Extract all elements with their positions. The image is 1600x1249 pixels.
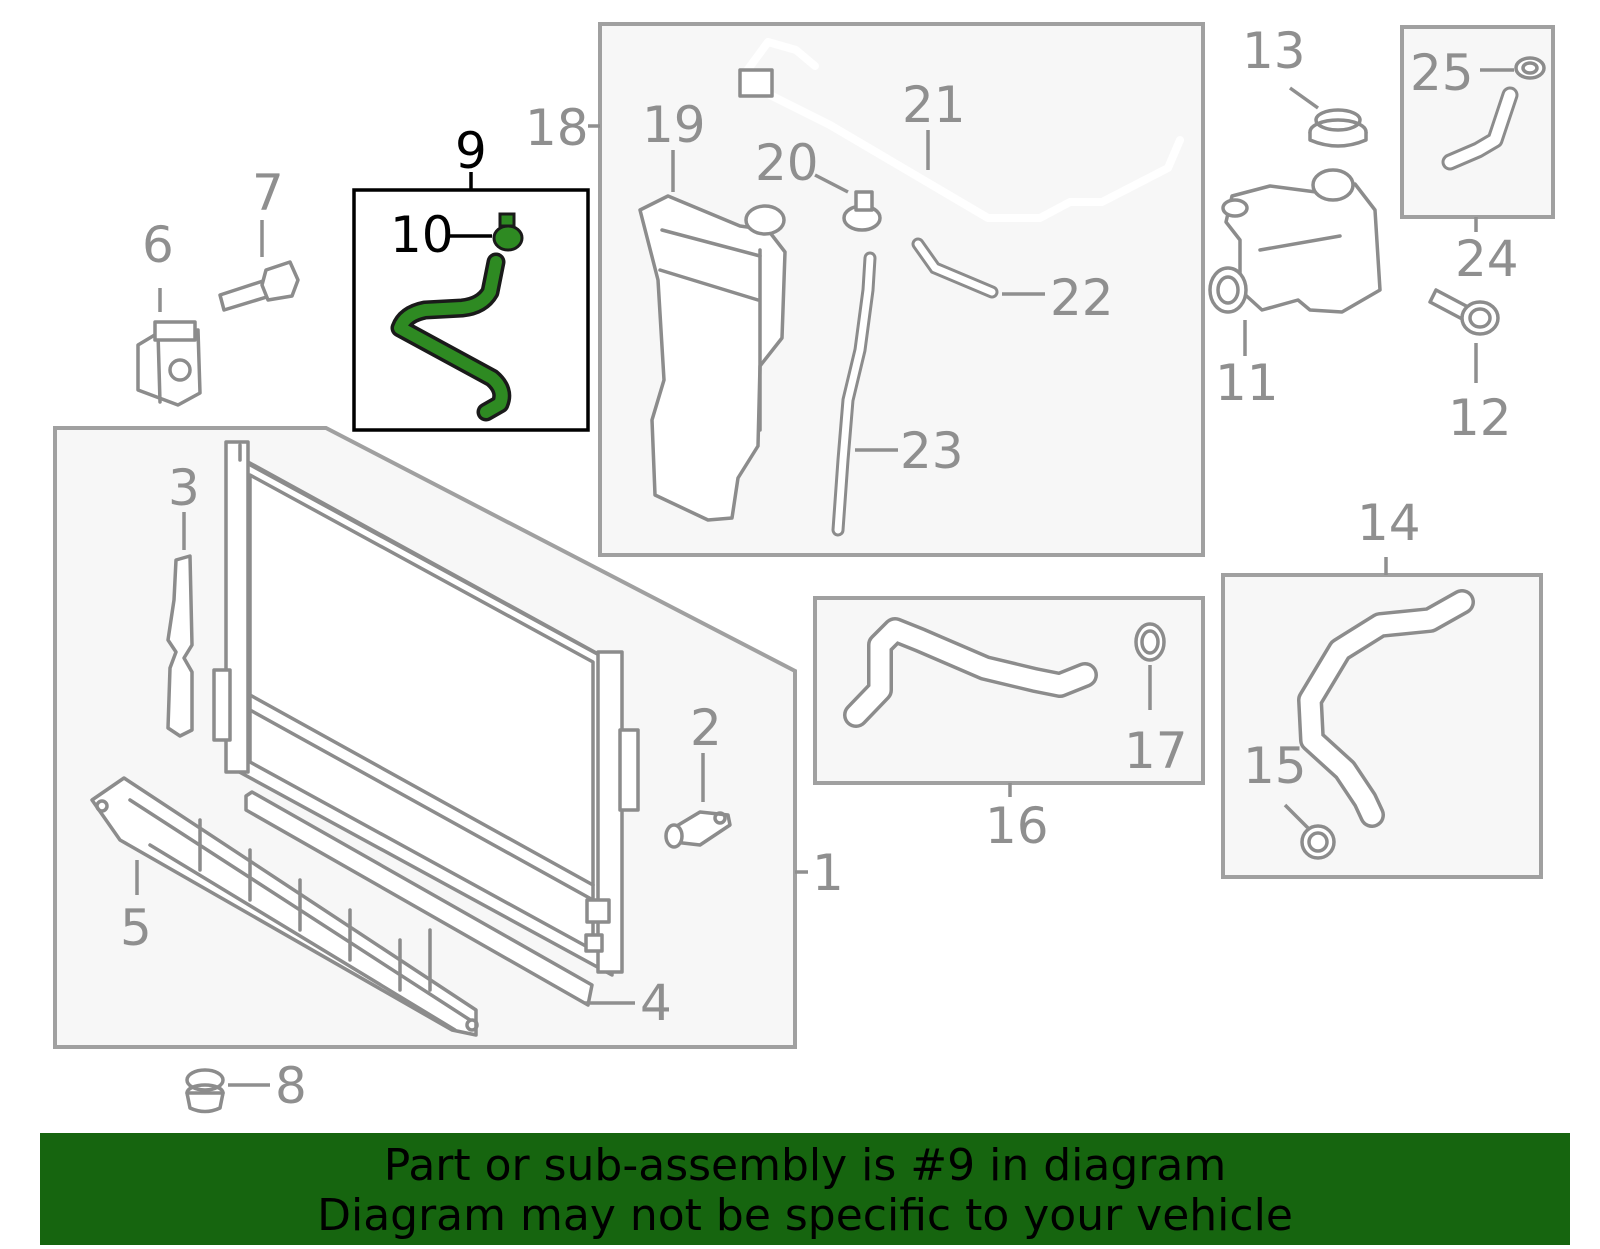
info-banner: Part or sub-assembly is #9 in diagram Di… (40, 1133, 1570, 1245)
callout-11: 11 (1215, 354, 1279, 412)
highlighted-clamp-part-10[interactable] (492, 212, 524, 252)
bracket-part-3[interactable] (166, 554, 194, 738)
callout-4: 4 (640, 974, 672, 1032)
grommet-part-8[interactable] (185, 1068, 225, 1114)
callout-18: 18 (525, 99, 589, 157)
hose-part-22[interactable] (911, 237, 999, 299)
callout-1: 1 (812, 844, 844, 902)
callout-14: 14 (1357, 494, 1421, 552)
drain-plug-part-2[interactable] (664, 810, 732, 849)
tube-part-23[interactable] (831, 251, 877, 537)
line-part-21[interactable] (738, 38, 1184, 222)
callout-24: 24 (1455, 230, 1519, 288)
callout-23: 23 (900, 422, 964, 480)
bracket-part-6[interactable] (136, 320, 202, 407)
callout-15: 15 (1243, 737, 1307, 795)
seal-part-4[interactable] (244, 790, 594, 1007)
banner-line-2: Diagram may not be specific to your vehi… (317, 1190, 1293, 1241)
radiator-part-1[interactable] (212, 440, 640, 977)
bolt-part-7[interactable] (218, 260, 300, 312)
callout-6: 6 (142, 216, 174, 274)
callout-13: 13 (1242, 22, 1306, 80)
deflector-part-5[interactable] (90, 776, 479, 1037)
callout-21: 21 (902, 76, 966, 134)
callout-17: 17 (1124, 722, 1188, 780)
bolt-part-12[interactable] (1428, 288, 1500, 336)
callout-20: 20 (755, 134, 819, 192)
callout-9: 9 (455, 122, 487, 180)
callout-5: 5 (120, 899, 152, 957)
clamp-part-15[interactable] (1300, 824, 1336, 860)
hose-part-16[interactable] (843, 617, 1098, 728)
callout-8: 8 (275, 1057, 307, 1115)
highlighted-hose-part-9[interactable] (390, 252, 512, 422)
hose-part-14[interactable] (1297, 589, 1475, 828)
clip-part-20[interactable] (842, 190, 882, 232)
pressure-cap-part-13[interactable] (1308, 108, 1368, 148)
callout-3: 3 (168, 459, 200, 517)
callout-22: 22 (1050, 269, 1114, 327)
leader-lines (135, 68, 1514, 1087)
clamp-part-25[interactable] (1514, 56, 1546, 80)
callout-19: 19 (642, 96, 706, 154)
callout-2: 2 (690, 699, 722, 757)
callout-25: 25 (1410, 44, 1474, 102)
reservoir-part-19[interactable] (638, 194, 787, 522)
callout-12: 12 (1448, 389, 1512, 447)
callout-10: 10 (390, 206, 454, 264)
callout-16: 16 (985, 797, 1049, 855)
reservoir-housing-part-11[interactable] (1208, 168, 1382, 314)
banner-line-1: Part or sub-assembly is #9 in diagram (383, 1140, 1227, 1191)
callout-7: 7 (252, 164, 284, 222)
clamp-part-17[interactable] (1134, 622, 1166, 662)
hose-part-24[interactable] (1441, 86, 1519, 171)
